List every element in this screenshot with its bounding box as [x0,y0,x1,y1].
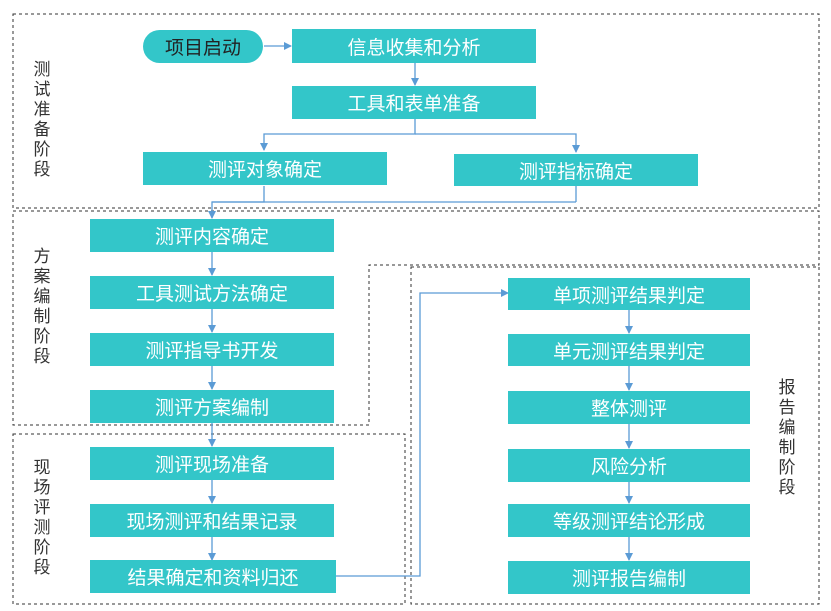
node-object-confirm: 测评对象确定 [143,152,387,185]
node-grade-conclusion: 等级测评结论形成 [508,504,750,537]
arrow-tool-split [260,119,416,151]
phase-label-prep: 测试准备阶段 [33,60,51,180]
node-tool-form: 工具和表单准备 [292,86,536,119]
node-method-confirm: 工具测试方法确定 [90,276,334,309]
arrow-return-single [336,289,509,577]
node-info-collect: 信息收集和分析 [292,29,536,63]
node-field-record: 现场测评和结果记录 [90,504,334,537]
node-single-unit: 单元测评结果判定 [508,334,750,366]
node-plan-compile: 测评方案编制 [90,390,334,423]
node-risk: 风险分析 [508,449,750,482]
phase-boundary-prep [12,13,820,209]
node-indicator-confirm: 测评指标确定 [454,154,698,186]
node-report-compile: 测评报告编制 [508,561,750,594]
node-field-prep: 测评现场准备 [90,447,334,480]
phase-label-field: 现场评测阶段 [33,458,51,578]
phase-label-report: 报告编制阶段 [778,378,796,498]
node-result-return: 结果确定和资料归还 [90,560,336,593]
phase-boundary-field [12,433,406,605]
node-overall: 整体测评 [508,391,750,424]
phase-boundary-report [410,266,820,605]
node-content-confirm: 测评内容确定 [90,219,334,252]
node-guide-dev: 测评指导书开发 [90,333,334,366]
node-single-item: 单项测评结果判定 [508,278,750,310]
phase-label-plan: 方案编制阶段 [33,247,51,367]
arrow-tool-split-right [415,133,580,153]
phase-boundary-plan [12,210,820,426]
start-node: 项目启动 [143,30,263,63]
